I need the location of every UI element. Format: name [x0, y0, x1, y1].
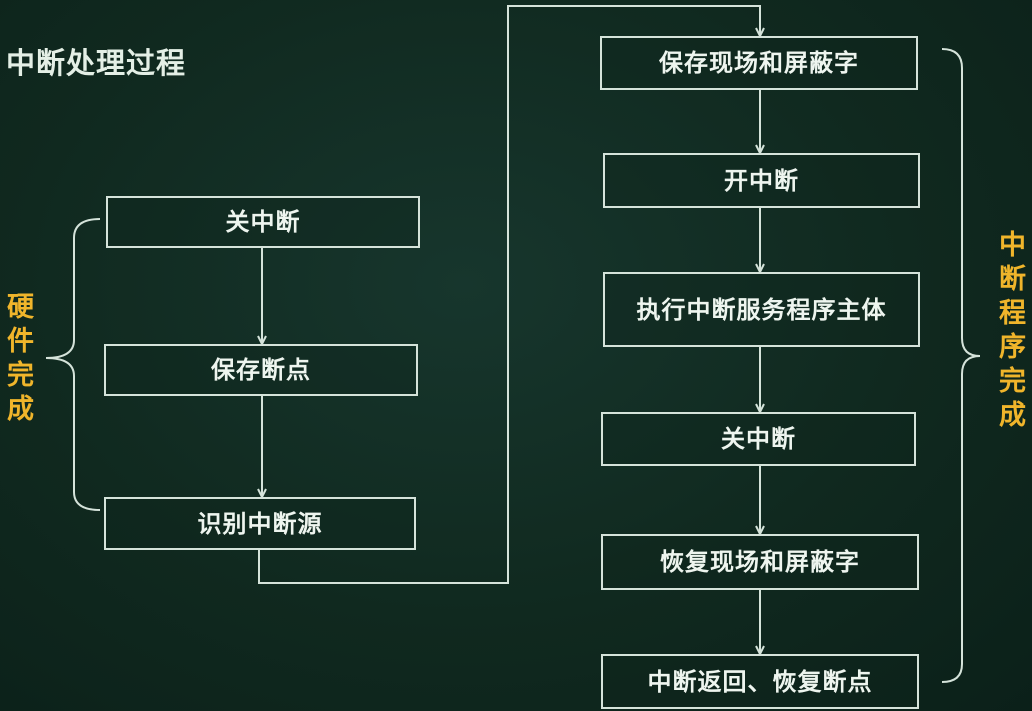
prog-step-save-context: 保存现场和屏蔽字	[600, 36, 918, 90]
hw-step-save-breakpoint: 保存断点	[104, 344, 418, 396]
connector-hw-to-program	[258, 5, 760, 584]
hw-step-identify-source: 识别中断源	[104, 497, 416, 550]
brace-program	[941, 48, 981, 683]
brace-hardware	[45, 218, 101, 511]
prog-step-enable-interrupt: 开中断	[603, 153, 920, 208]
diagram-title: 中断处理过程	[6, 46, 187, 80]
prog-step-restore-context: 恢复现场和屏蔽字	[601, 534, 919, 590]
hardware-group-label: 硬件完成	[2, 292, 33, 428]
prog-step-return: 中断返回、恢复断点	[601, 654, 919, 709]
program-group-label: 中断程序完成	[994, 230, 1025, 434]
prog-step-disable-interrupt: 关中断	[601, 412, 916, 466]
prog-step-service-routine: 执行中断服务程序主体	[603, 272, 920, 347]
hw-step-disable-interrupt: 关中断	[106, 196, 420, 248]
